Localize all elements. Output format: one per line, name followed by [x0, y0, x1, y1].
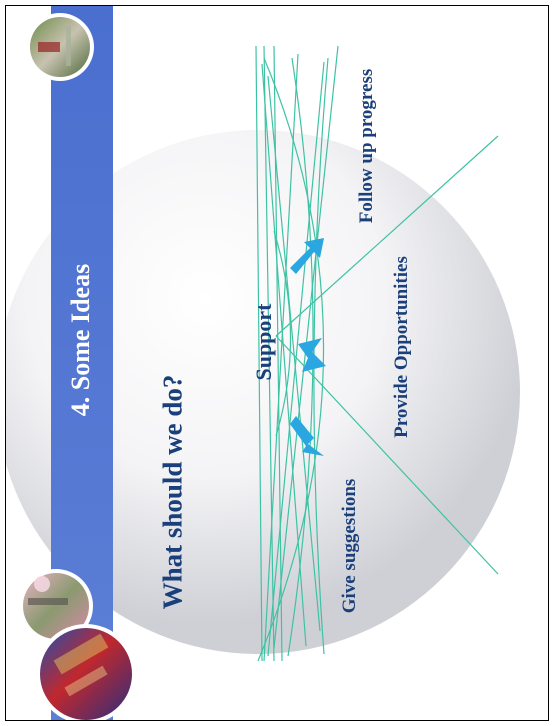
label-follow-up-progress: Follow up progress: [356, 68, 377, 224]
direction-arrows: [290, 238, 326, 456]
tree-photo: [26, 13, 94, 81]
flower-photo: [19, 569, 93, 643]
center-label-support: Support: [251, 303, 276, 381]
label-give-suggestions: Give suggestions: [339, 478, 360, 614]
slide-decoration: [6, 6, 520, 720]
banner-photo: [36, 624, 136, 720]
background-circle: [6, 130, 520, 654]
slide-subtitle: What should we do?: [157, 374, 188, 610]
slide: 4. Some Ideas What should we do? Support…: [5, 5, 549, 721]
diagram-lines: [255, 45, 499, 662]
slide-title: 4. Some Ideas: [66, 263, 95, 417]
label-provide-opportunities: Provide Opportunities: [391, 256, 412, 438]
